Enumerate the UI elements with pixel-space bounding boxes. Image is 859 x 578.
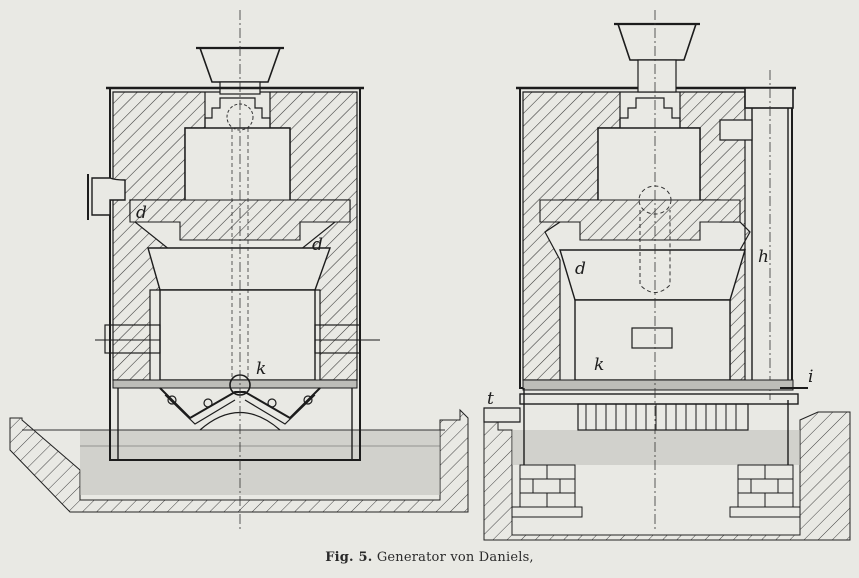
right-hopper — [616, 23, 698, 61]
right-ground-pit — [483, 411, 851, 541]
left-label-d-upper: d — [136, 203, 147, 223]
left-section-view: d d k — [9, 10, 469, 530]
right-gasifier-body — [559, 249, 746, 301]
right-brick-pier-left — [511, 464, 583, 518]
right-section-view: d h k i t — [483, 10, 851, 541]
right-label-i: i — [808, 367, 813, 387]
left-label-k: k — [256, 359, 266, 379]
left-ground-pit — [9, 408, 469, 513]
figure-number: Fig. 5. — [325, 550, 373, 565]
right-label-d: d — [575, 259, 586, 279]
right-water — [512, 430, 800, 465]
right-label-h: h — [758, 247, 769, 267]
right-grate-bars — [577, 403, 749, 431]
right-inner-cylinder — [597, 127, 701, 209]
right-label-k: k — [594, 355, 604, 375]
figure-caption: Fig. 5. Generator von Daniels, — [0, 550, 859, 565]
left-gasifier-body — [147, 247, 331, 291]
left-label-d-right: d — [312, 235, 323, 255]
right-pipe-t — [483, 407, 521, 423]
left-water — [80, 430, 440, 495]
right-label-t: t — [487, 389, 494, 409]
figure-title: Generator von Daniels, — [376, 550, 534, 565]
left-gas-outlet-pipe — [91, 177, 126, 216]
left-inner-cylinder — [184, 127, 291, 209]
right-brick-pier-right — [729, 464, 801, 518]
